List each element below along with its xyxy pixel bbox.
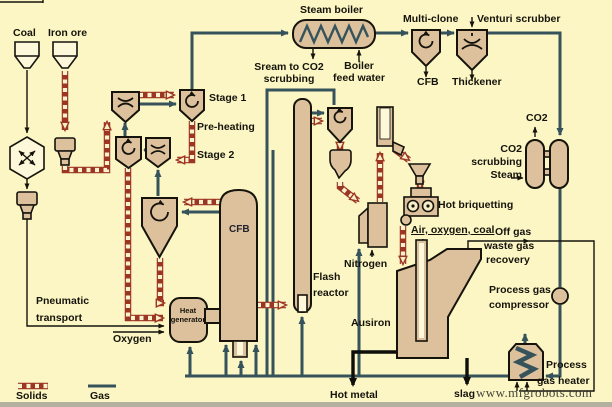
co2-absorber-column <box>525 139 545 189</box>
iron-ore-feeder <box>54 137 76 166</box>
gas-line-compressor-to-heater <box>545 305 562 380</box>
briquet-funnel-tube <box>415 175 424 185</box>
mixer-crossed-arrows-icon <box>18 150 36 166</box>
border-artifact <box>0 0 44 3</box>
oxygen-label: Oxygen <box>113 333 152 345</box>
nitrogen-label: Nitrogen <box>344 258 388 270</box>
stage2-venturi-vessel <box>145 137 171 169</box>
co2-out-label: CO2 <box>526 112 548 124</box>
gas-line-stage1-to-boiler <box>190 29 289 90</box>
hot-metal-label: Hot metal <box>330 389 378 401</box>
flash-reactor-vessel <box>293 98 312 313</box>
waste-gas-recovery-line <box>519 240 595 392</box>
briquet-funnel <box>407 163 432 177</box>
seal-funnel <box>329 149 352 180</box>
ausiron-lance-bore <box>419 243 424 338</box>
standpipe-spout <box>392 140 406 157</box>
boiler-coil-icon <box>298 23 370 45</box>
iron-ore-hopper <box>52 41 78 69</box>
air-oxygen-coal-label: Air, oxygen, coal <box>411 224 495 236</box>
ausiron-label: Ausiron <box>351 317 391 329</box>
multi-clone-label: Multi-clone <box>403 13 459 25</box>
cfb-vessel-label: CFB <box>229 224 250 235</box>
cyclone-icon <box>121 137 136 155</box>
process-heater-label-2: gas heater <box>537 375 590 387</box>
steam-boiler-label: Steam boiler <box>300 4 364 16</box>
coal-hopper <box>14 41 40 69</box>
slag-label: slag <box>454 388 476 400</box>
venturi-icon <box>461 33 483 50</box>
iron-ore-label: Iron ore <box>48 27 88 39</box>
heat-generator-label: Heat generator <box>170 306 206 324</box>
watermark: www.mfgrobots.com <box>476 385 593 400</box>
process-heater-label-1: Process <box>546 359 587 371</box>
off-gas-label: Off gas <box>495 226 532 238</box>
cyclone-icon <box>150 199 169 222</box>
hot-briquetting-label: Hot briquetting <box>438 199 514 211</box>
solids-funnel-to-chute <box>337 182 358 203</box>
co2-scrubber-columns <box>525 139 569 189</box>
flash-cyclone <box>327 107 353 144</box>
stage2-label: Stage 2 <box>197 149 235 161</box>
coal-feeder <box>16 191 38 220</box>
off-gas-line <box>467 238 530 249</box>
gas-loop-flash-cyclone <box>265 88 336 376</box>
coal-label: Coal <box>13 27 36 39</box>
pre-heating-label: Pre-heating <box>197 121 255 133</box>
standpipe-slot <box>379 107 391 140</box>
solids-iron-ore-to-stage1 <box>62 122 107 173</box>
cyclone-icon <box>418 30 434 49</box>
bottom-strip <box>0 402 612 407</box>
stage1-label: Stage 1 <box>209 92 247 104</box>
ausiron-vessel <box>396 248 482 359</box>
solids-cyclone-to-heatgen <box>160 258 164 303</box>
flash-reactor-slot <box>297 294 308 313</box>
pneumatic-transport-line <box>26 219 165 329</box>
gas-lines <box>121 29 564 380</box>
venturi-icon <box>117 97 134 108</box>
nitrogen-chute <box>358 206 369 244</box>
stage2-cyclone <box>115 136 142 170</box>
cyclone-icon <box>185 90 199 108</box>
flash-reactor-label: Flash reactor <box>313 271 349 299</box>
briquet-wheel-icon <box>400 214 412 226</box>
hot-metal-line <box>349 350 397 387</box>
co2-scrubbing-label: CO2 scrubbing Steam <box>471 143 522 181</box>
equipment <box>9 19 569 381</box>
nitrogen-vessel <box>367 202 388 248</box>
venturi-scrubber-label: Venturi scrubber <box>477 13 561 25</box>
recycle-cyclone <box>141 197 178 260</box>
legend-solids-label: Solids <box>16 390 48 402</box>
hot-briquetting-machine <box>400 187 439 226</box>
heat-generator-duct <box>204 308 222 324</box>
cfb-product-label: CFB <box>417 76 439 88</box>
co2-stripper-column <box>549 139 569 189</box>
pneumatic-transport-label: Pneumatic transport <box>36 295 90 324</box>
steam-to-co2-label: Sream to CO2 scrubbing <box>254 61 324 85</box>
legend-gas-label: Gas <box>90 390 110 402</box>
cfb-stub-slot <box>237 342 243 355</box>
solids-stage2-to-heatgen <box>125 168 163 318</box>
cfb-vessel <box>219 188 258 342</box>
recovery-label: recovery <box>486 254 530 266</box>
process-gas-compressor <box>551 287 569 305</box>
thin-lines <box>0 0 595 392</box>
waste-gas-label: waste gas <box>484 240 535 252</box>
black-lines <box>349 350 471 387</box>
boiler-feed-water-label: Boiler feed water <box>333 60 385 84</box>
cyclone-icon <box>333 107 347 124</box>
venturi-icon <box>150 144 166 155</box>
thickener-label: Thickener <box>452 76 502 88</box>
gas-line-scrubber-to-co2 <box>487 31 564 136</box>
stage1-venturi-vessel <box>111 91 140 124</box>
heater-coil-icon <box>512 345 540 379</box>
process-gas-compressor-label: Process gas compressor <box>489 284 551 311</box>
